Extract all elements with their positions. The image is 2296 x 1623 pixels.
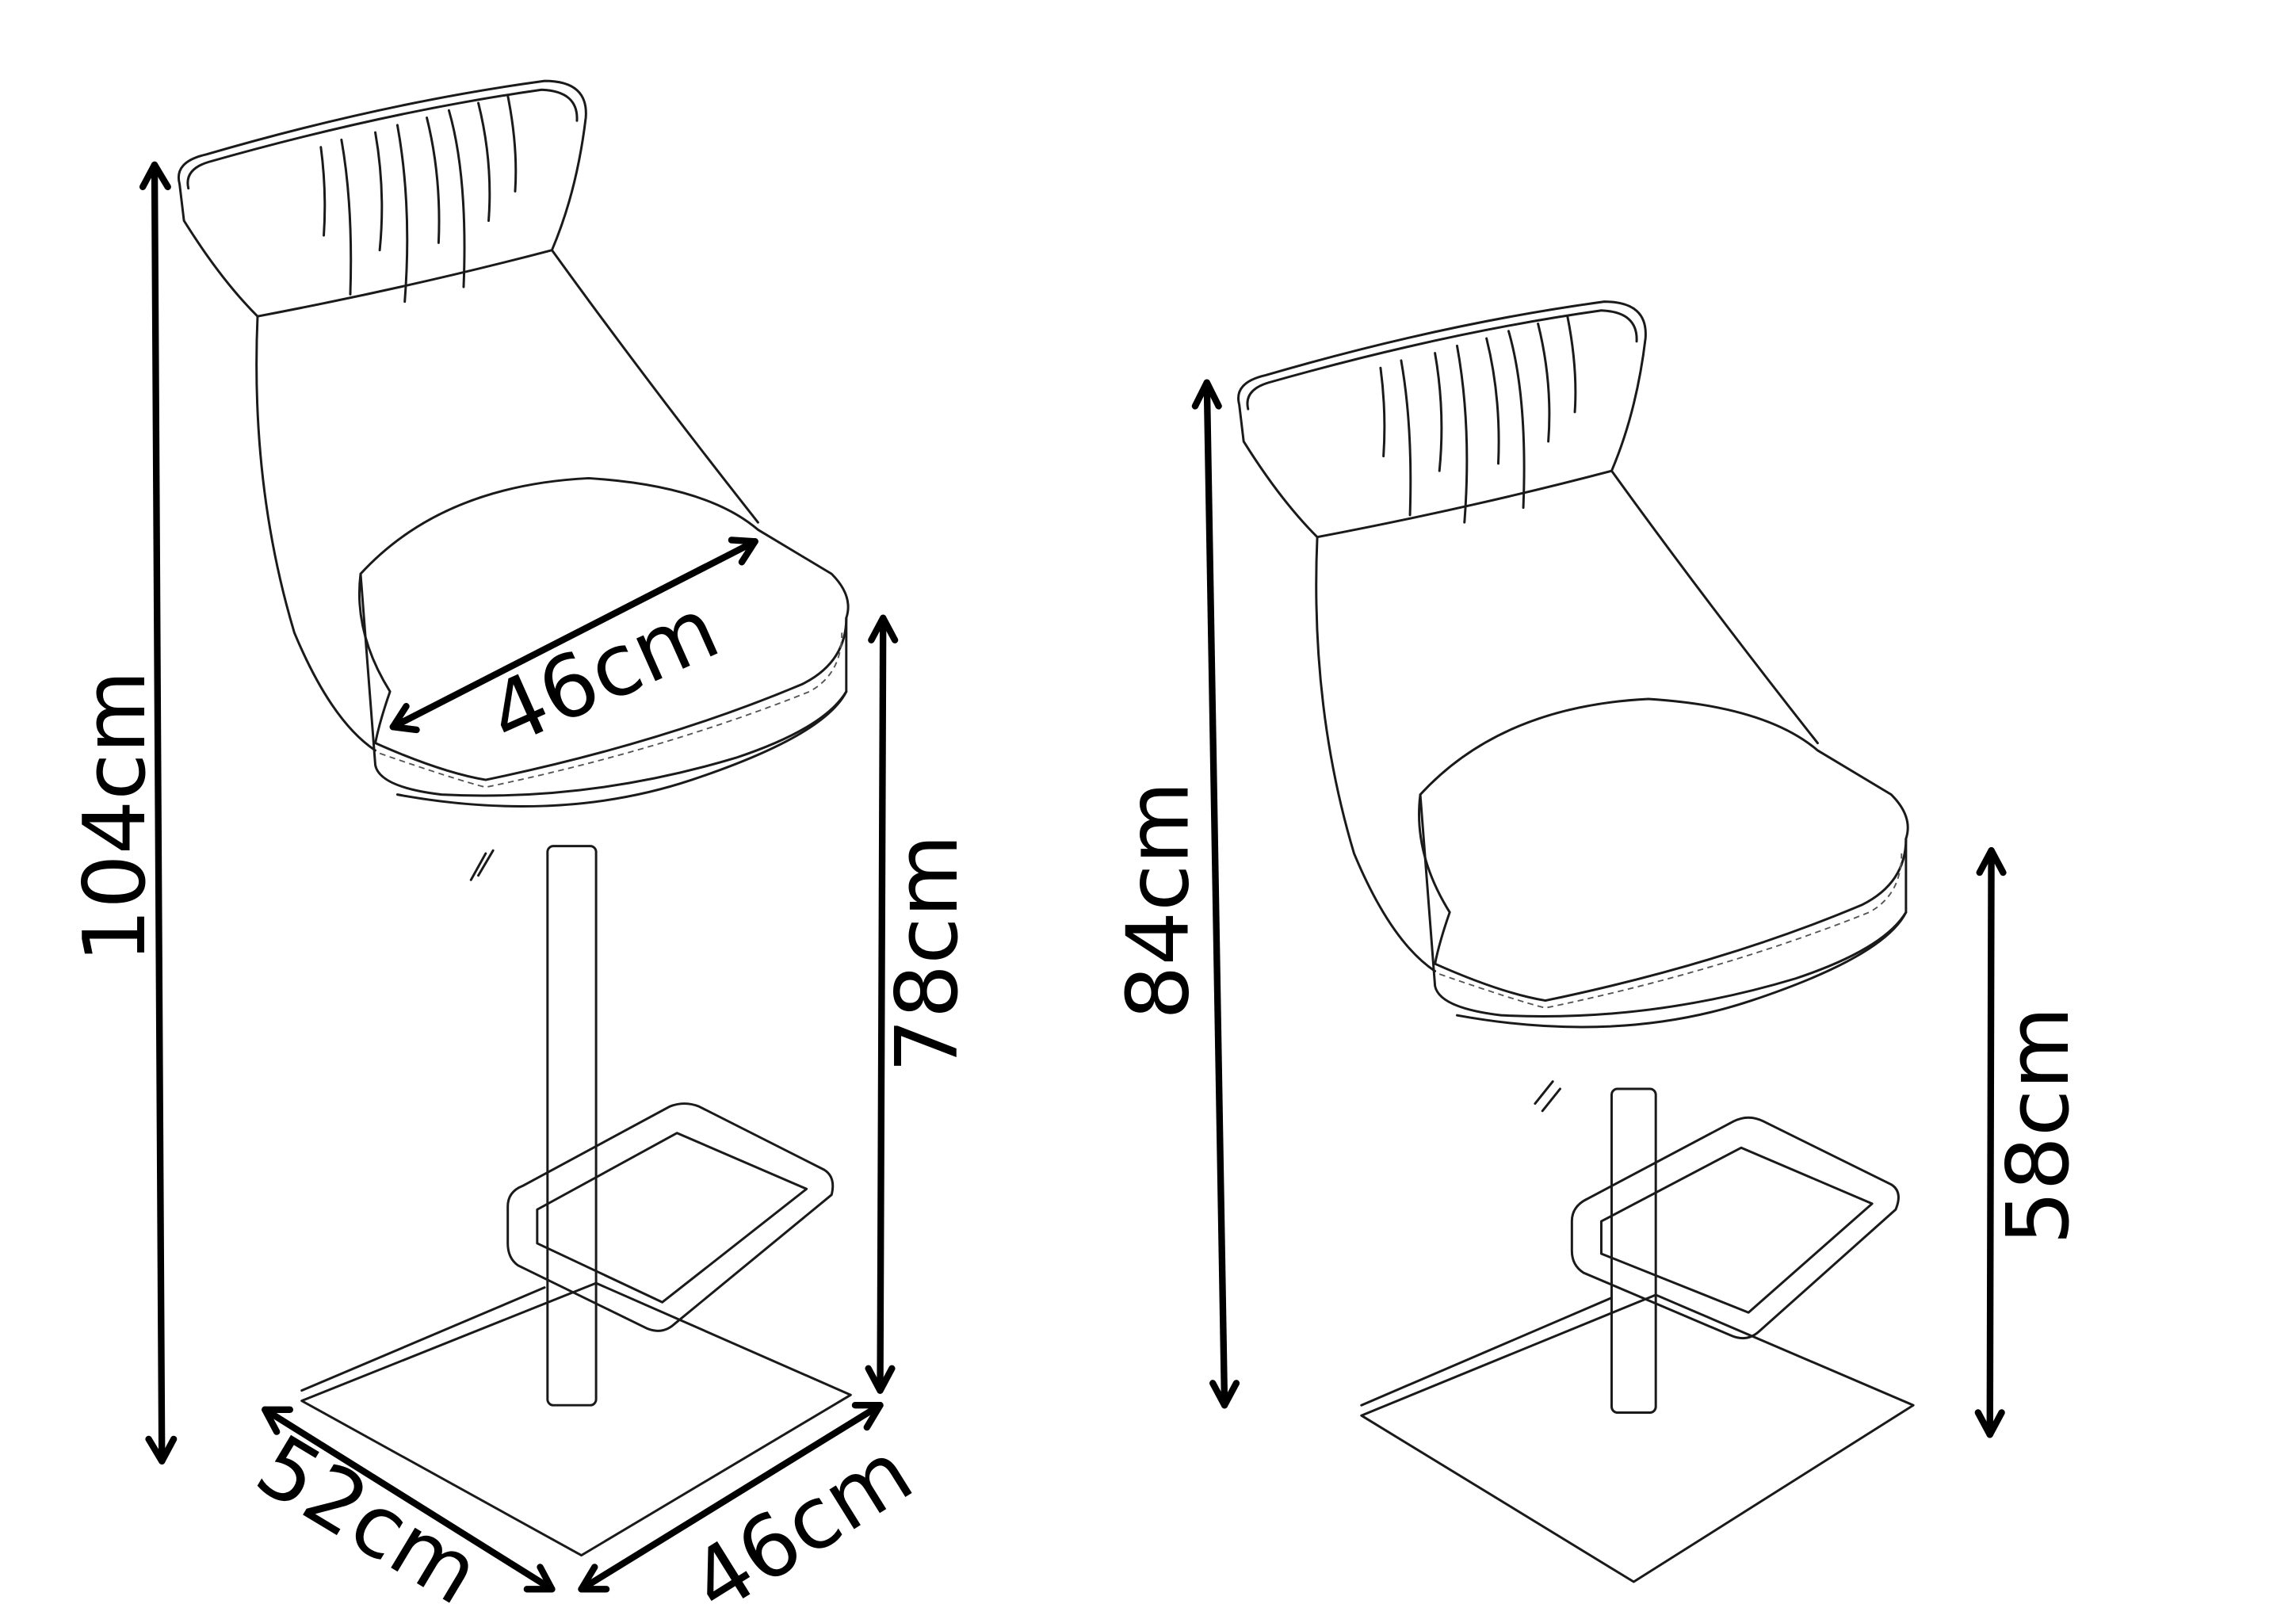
tall-stool-drawing <box>177 79 852 1557</box>
dimension-arrows <box>139 161 2007 1593</box>
tall-stool-seat-width-label: 46cm <box>474 579 732 766</box>
low-stool-total-height-label: 84cm <box>1110 781 1209 1020</box>
tall-stool-total-height-label: 104cm <box>66 670 165 964</box>
tall-stool-base-depth-label: 52cm <box>240 1416 496 1623</box>
low-stool-drawing <box>1237 300 1915 1583</box>
tall-stool-seat-height-label: 78cm <box>878 834 977 1073</box>
low-stool-seat-height-label: 58cm <box>1989 1006 2088 1245</box>
